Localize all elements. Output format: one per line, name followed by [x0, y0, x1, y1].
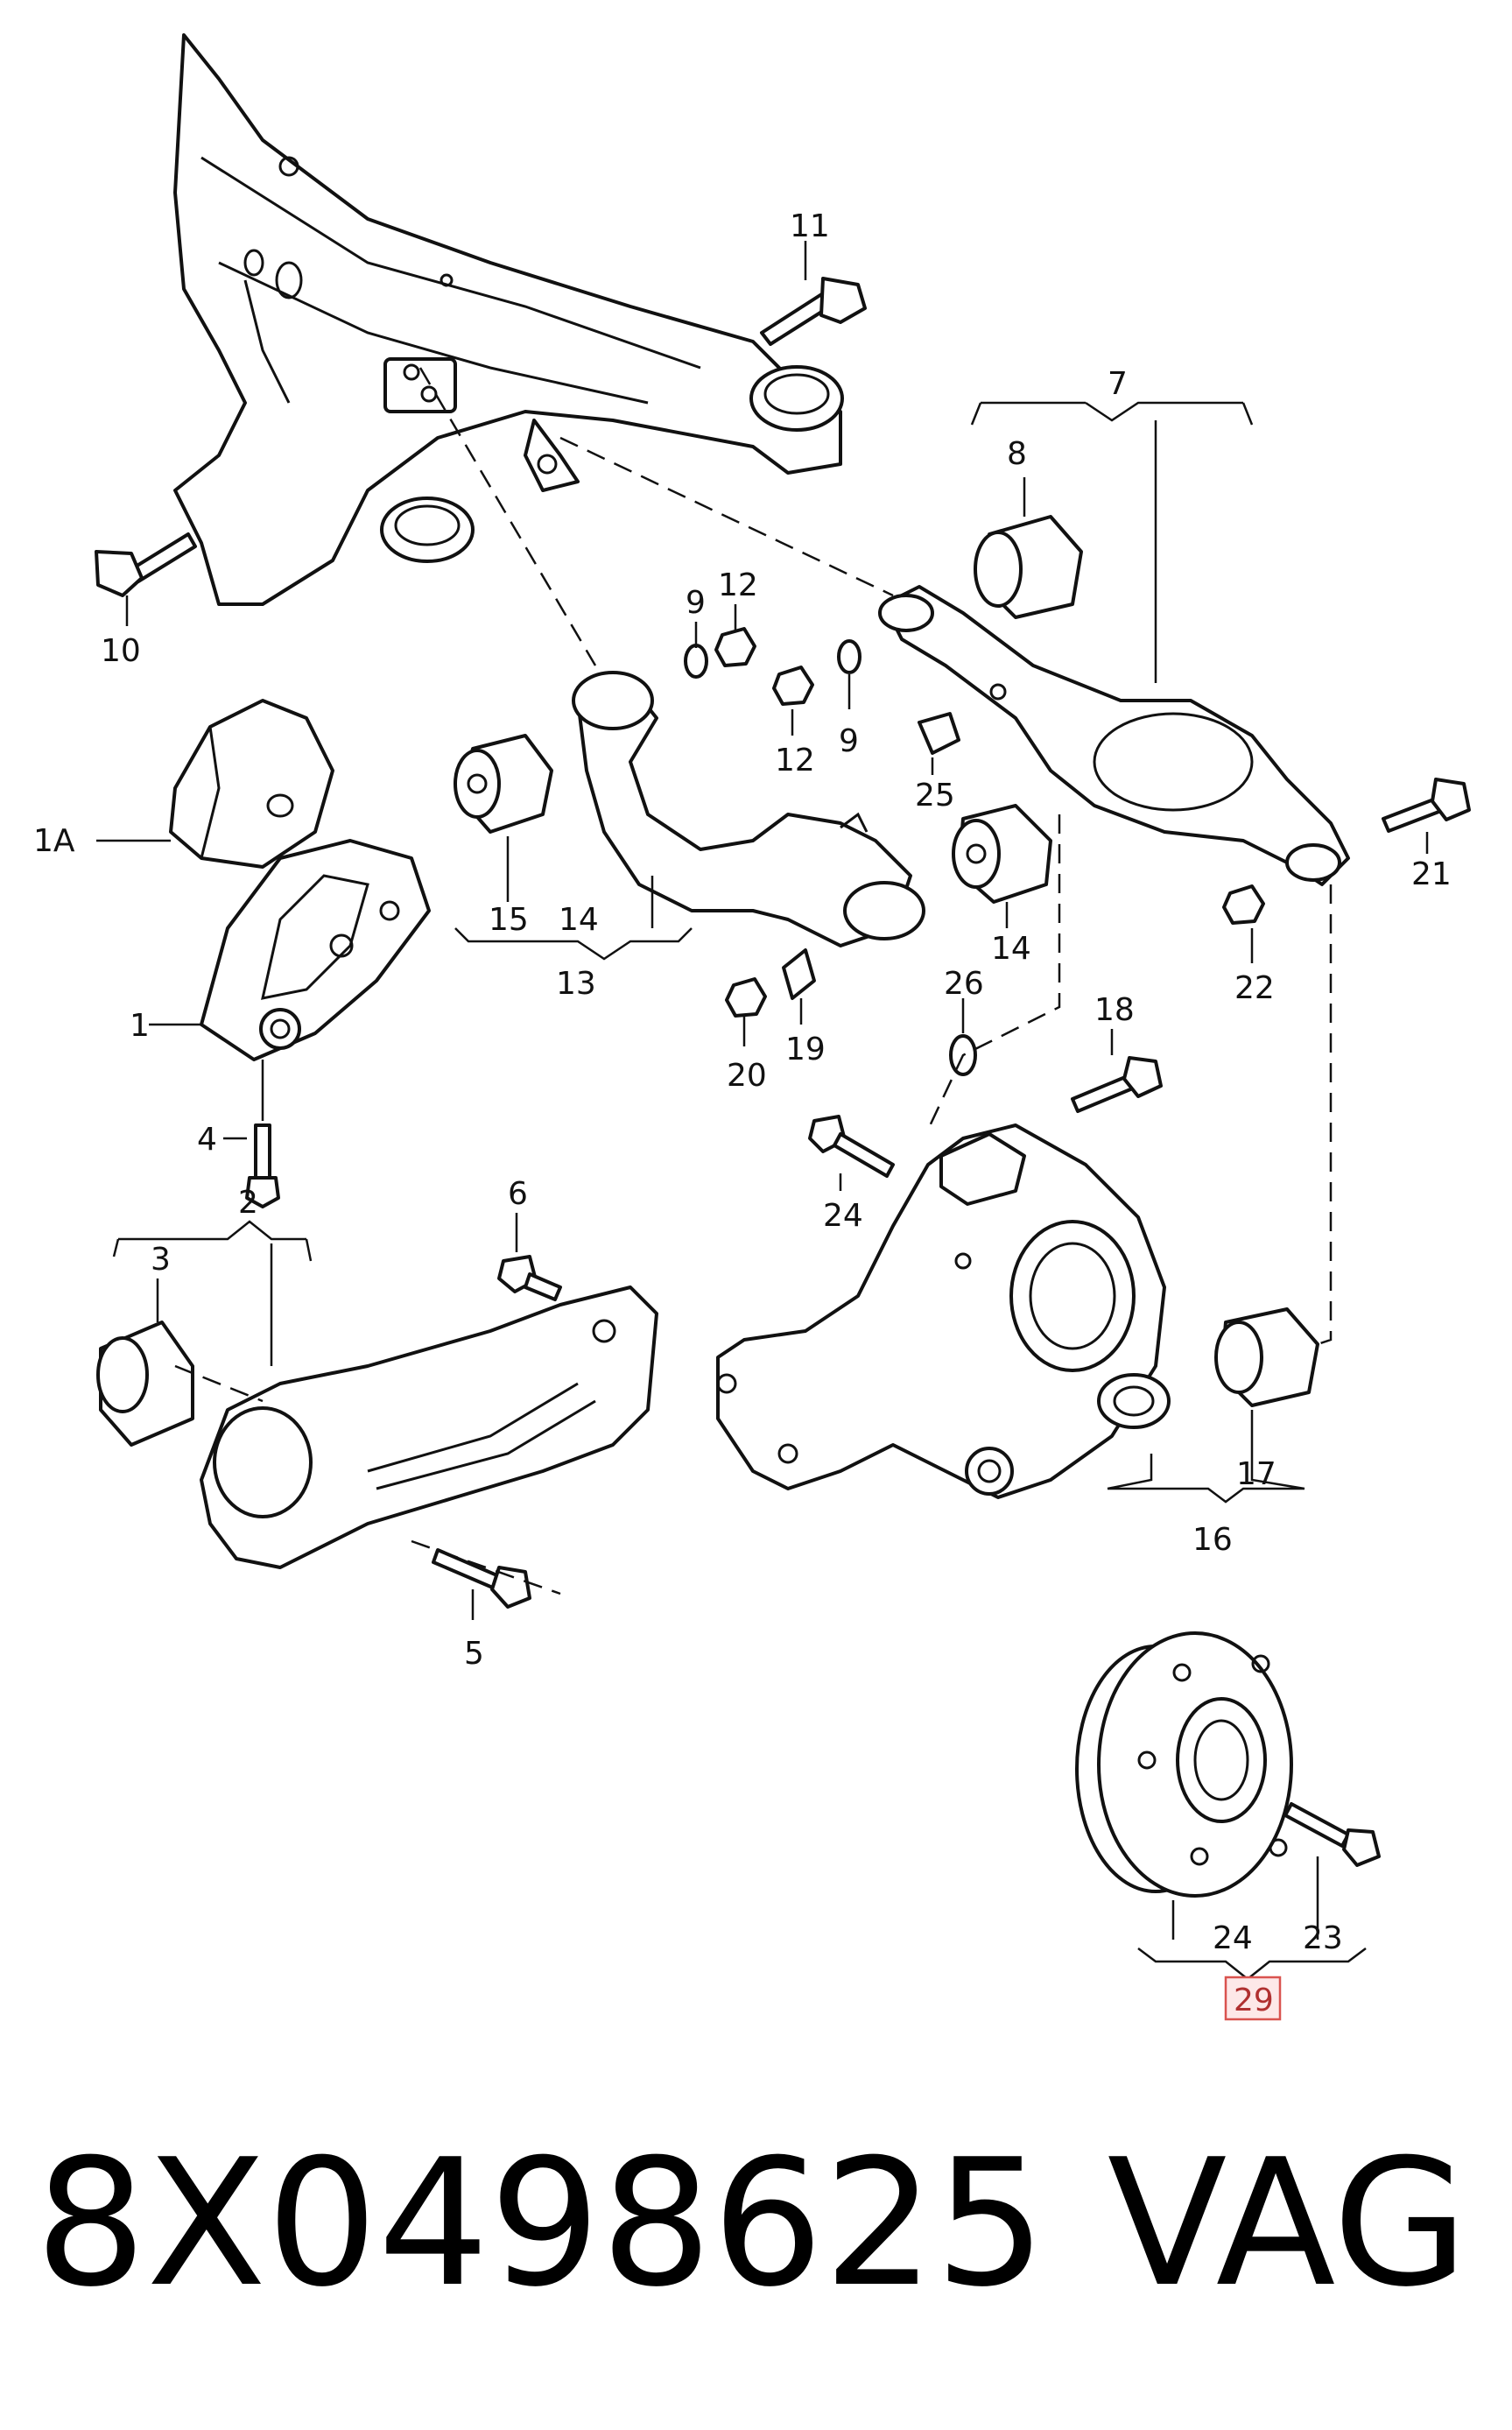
- trailing-arm-2: [200, 1285, 658, 1569]
- label-6: 6: [508, 1176, 528, 1212]
- wheel-carrier-16: [716, 1123, 1171, 1499]
- part-labels: 11 10 7 8 9 12 12 9 25 1A 21 15 14 13 14…: [33, 208, 1452, 2021]
- bolt-5: [432, 1548, 531, 1609]
- rear-subframe: [173, 33, 844, 606]
- label-12-left: 12: [718, 567, 758, 603]
- upper-arm-13: [572, 671, 925, 947]
- label-29: 29: [1234, 1983, 1274, 2018]
- leader-lines: [96, 241, 1429, 1981]
- assembly-dashed-lines: [174, 367, 1333, 1595]
- bolt-24-carrier: [808, 1115, 895, 1178]
- nut-12-right: [772, 666, 814, 706]
- nut-20: [725, 977, 767, 1018]
- label-26: 26: [944, 966, 984, 1002]
- label-22: 22: [1234, 970, 1275, 1006]
- label-11: 11: [790, 208, 830, 244]
- hub-bolt-23: [1283, 1802, 1381, 1867]
- bushing-15: [454, 734, 553, 834]
- washer-9-right: [837, 639, 861, 674]
- label-14-left: 14: [559, 902, 599, 938]
- label-2: 2: [238, 1185, 258, 1221]
- bolt-11: [760, 277, 867, 346]
- bolt-25: [918, 712, 960, 755]
- wheel-hub-29: [1075, 1631, 1293, 1898]
- footer: 8X0498625 VAG: [0, 2084, 1512, 2373]
- label-9-right: 9: [839, 723, 859, 759]
- highlight-box-29: [1224, 1976, 1282, 2021]
- plate-19: [782, 948, 816, 1000]
- label-17: 17: [1236, 1456, 1276, 1492]
- label-20: 20: [727, 1058, 767, 1094]
- bolt-6: [497, 1255, 562, 1301]
- label-24-hub: 24: [1213, 1920, 1253, 1956]
- label-19: 19: [785, 1032, 826, 1067]
- mount-cover-1A: [169, 699, 334, 869]
- label-7: 7: [1108, 366, 1128, 402]
- label-9-left: 9: [686, 585, 706, 621]
- label-16: 16: [1192, 1522, 1233, 1558]
- label-5: 5: [464, 1636, 484, 1672]
- bushing-8: [974, 515, 1083, 619]
- bolt-10: [95, 532, 197, 597]
- label-3: 3: [151, 1242, 171, 1278]
- label-8: 8: [1007, 436, 1027, 472]
- bushing-17: [1214, 1307, 1319, 1407]
- label-13: 13: [556, 966, 596, 1002]
- label-14-right: 14: [991, 931, 1031, 967]
- nut-22: [1222, 884, 1265, 925]
- bolt-21: [1382, 778, 1471, 833]
- part-number: 8X0498625: [35, 2122, 1046, 2326]
- label-21: 21: [1411, 856, 1452, 892]
- label-1: 1: [130, 1008, 150, 1044]
- label-25: 25: [915, 778, 955, 814]
- nut-12-left: [714, 627, 756, 667]
- bolt-4: [245, 1123, 280, 1208]
- bolt-18: [1071, 1056, 1163, 1113]
- bushing-3: [96, 1321, 194, 1447]
- brand-name: VAG: [1107, 2122, 1468, 2326]
- label-24-carrier: 24: [823, 1198, 863, 1234]
- label-10: 10: [101, 633, 141, 669]
- label-23: 23: [1303, 1920, 1343, 1956]
- label-4: 4: [197, 1122, 217, 1158]
- label-15: 15: [489, 902, 529, 938]
- lower-arm-7: [878, 585, 1350, 886]
- washer-9-left: [684, 644, 708, 679]
- bushing-14-upper: [952, 804, 1052, 904]
- label-12-right: 12: [775, 743, 815, 778]
- suspension-exploded-diagram: 11 10 7 8 9 12 12 9 25 1A 21 15 14 13 14…: [33, 33, 1471, 2021]
- mount-bracket-1: [200, 839, 431, 1061]
- label-18: 18: [1094, 992, 1135, 1028]
- label-1A: 1A: [33, 823, 75, 859]
